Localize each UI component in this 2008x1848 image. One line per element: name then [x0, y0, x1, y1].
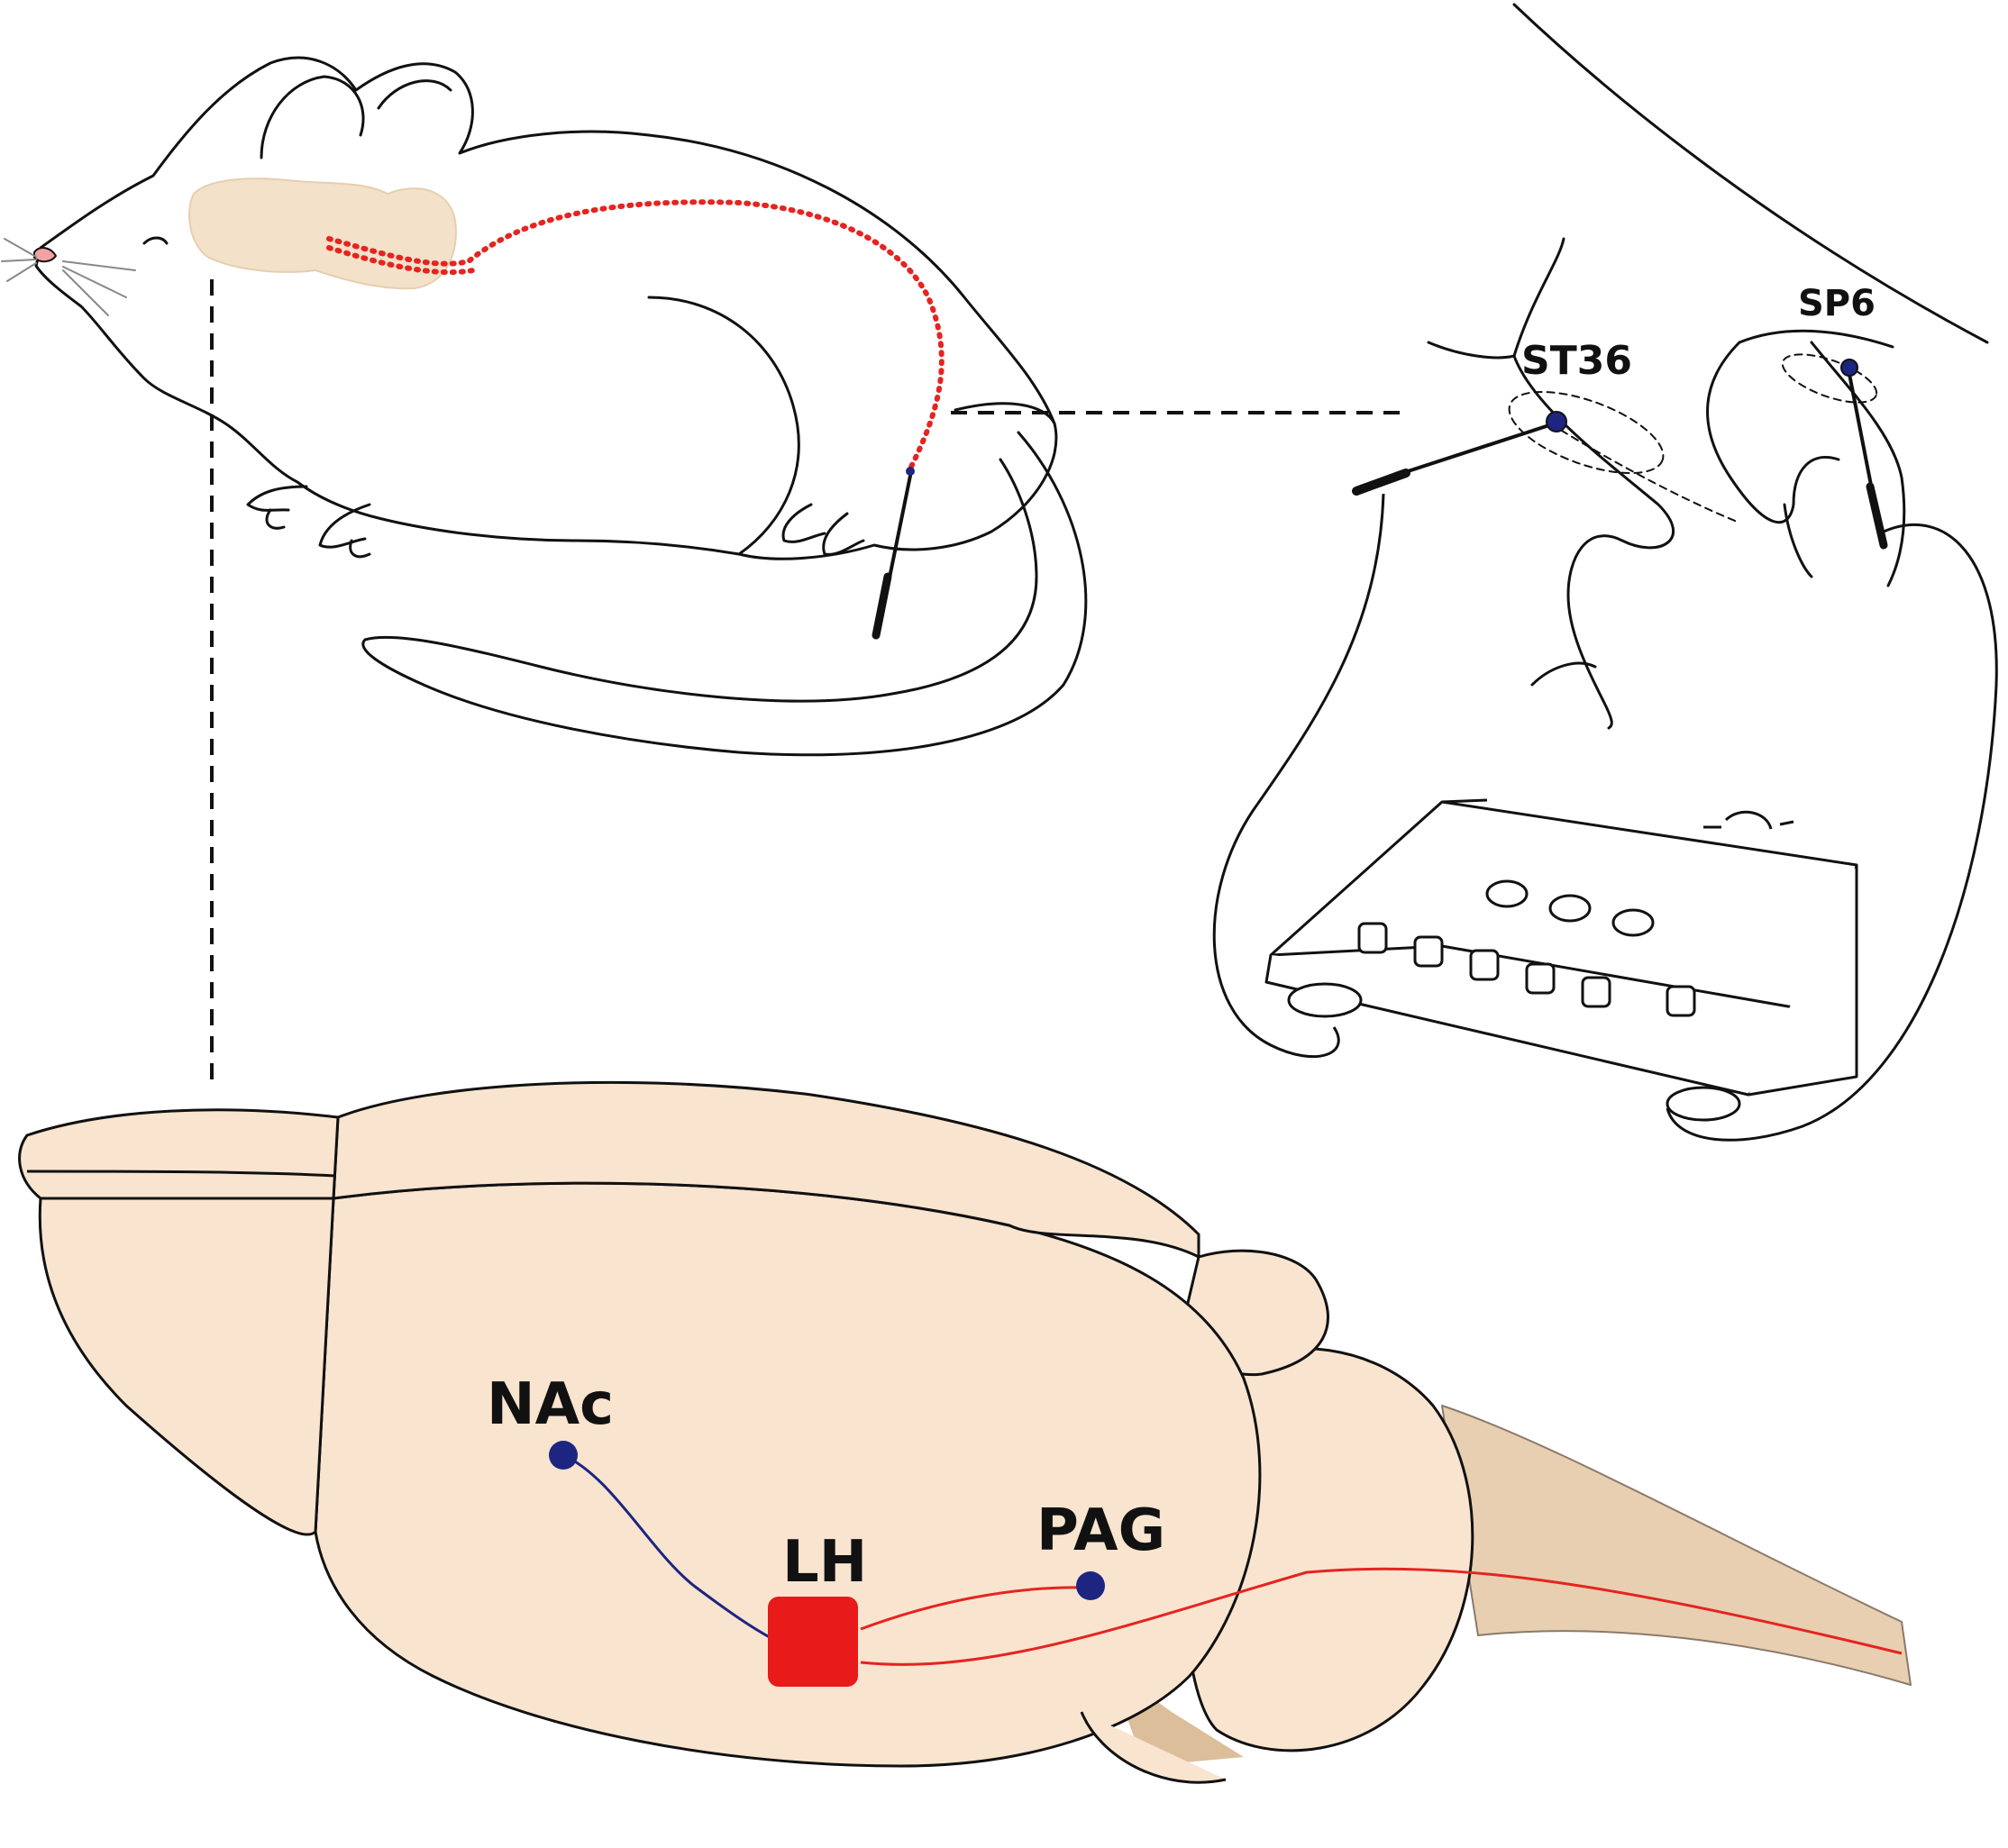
rat-haunch [647, 296, 800, 556]
rat-eye [142, 236, 169, 245]
rat-acupoint-dot [906, 467, 915, 476]
label-sp6: SP6 [1798, 283, 1876, 324]
node-lh [768, 1597, 858, 1687]
electro-stimulator-device [1264, 798, 1858, 1122]
label-st36: ST36 [1521, 338, 1632, 384]
rat-spinal-pathway [326, 199, 945, 471]
brain-spinal-cord [1441, 1405, 1912, 1686]
stim-foot-right [1666, 1086, 1741, 1122]
rat-head-brain-icon [188, 178, 457, 290]
pathway-lh-spinal [860, 1567, 1903, 1666]
label-lh: LH [782, 1529, 867, 1596]
neural-pathways [562, 1453, 1903, 1666]
stim-button-1 [1485, 879, 1529, 908]
lead-wires [1212, 493, 1998, 1142]
label-nac: NAc [487, 1371, 614, 1438]
stim-dial-icon [1703, 810, 1794, 830]
dashed-connectors [210, 279, 1410, 1086]
stim-foot-left [1287, 982, 1363, 1018]
rat-ear [260, 75, 365, 159]
hindlimb-illustration [1352, 3, 1989, 730]
pathway-nac-lh [562, 1453, 794, 1651]
label-pag: PAG [1036, 1498, 1165, 1564]
sp6-dot [1840, 359, 1858, 377]
rat-hind-paws [781, 503, 865, 556]
rat-front-paws [246, 485, 371, 559]
rat-body-outline [34, 56, 1058, 560]
brain-olfactory-bulb [18, 1108, 340, 1204]
stim-knobs [1357, 922, 1696, 1017]
st36-dot [1546, 411, 1567, 432]
node-nac [549, 1441, 578, 1470]
rat-whiskers [1, 238, 136, 316]
rat-tail [361, 431, 1088, 757]
brain-dorsal-cortex [332, 1080, 1200, 1259]
rat-brain-illustration [18, 1080, 1912, 1784]
stim-button-2 [1548, 894, 1592, 923]
node-pag [1076, 1571, 1105, 1600]
hindlimb-internal-dashes [1508, 353, 1878, 523]
pathway-lh-pag [860, 1586, 1087, 1631]
rat-illustration [1, 56, 1088, 757]
rat-nose-icon [33, 247, 57, 263]
stim-button-3 [1611, 908, 1655, 937]
